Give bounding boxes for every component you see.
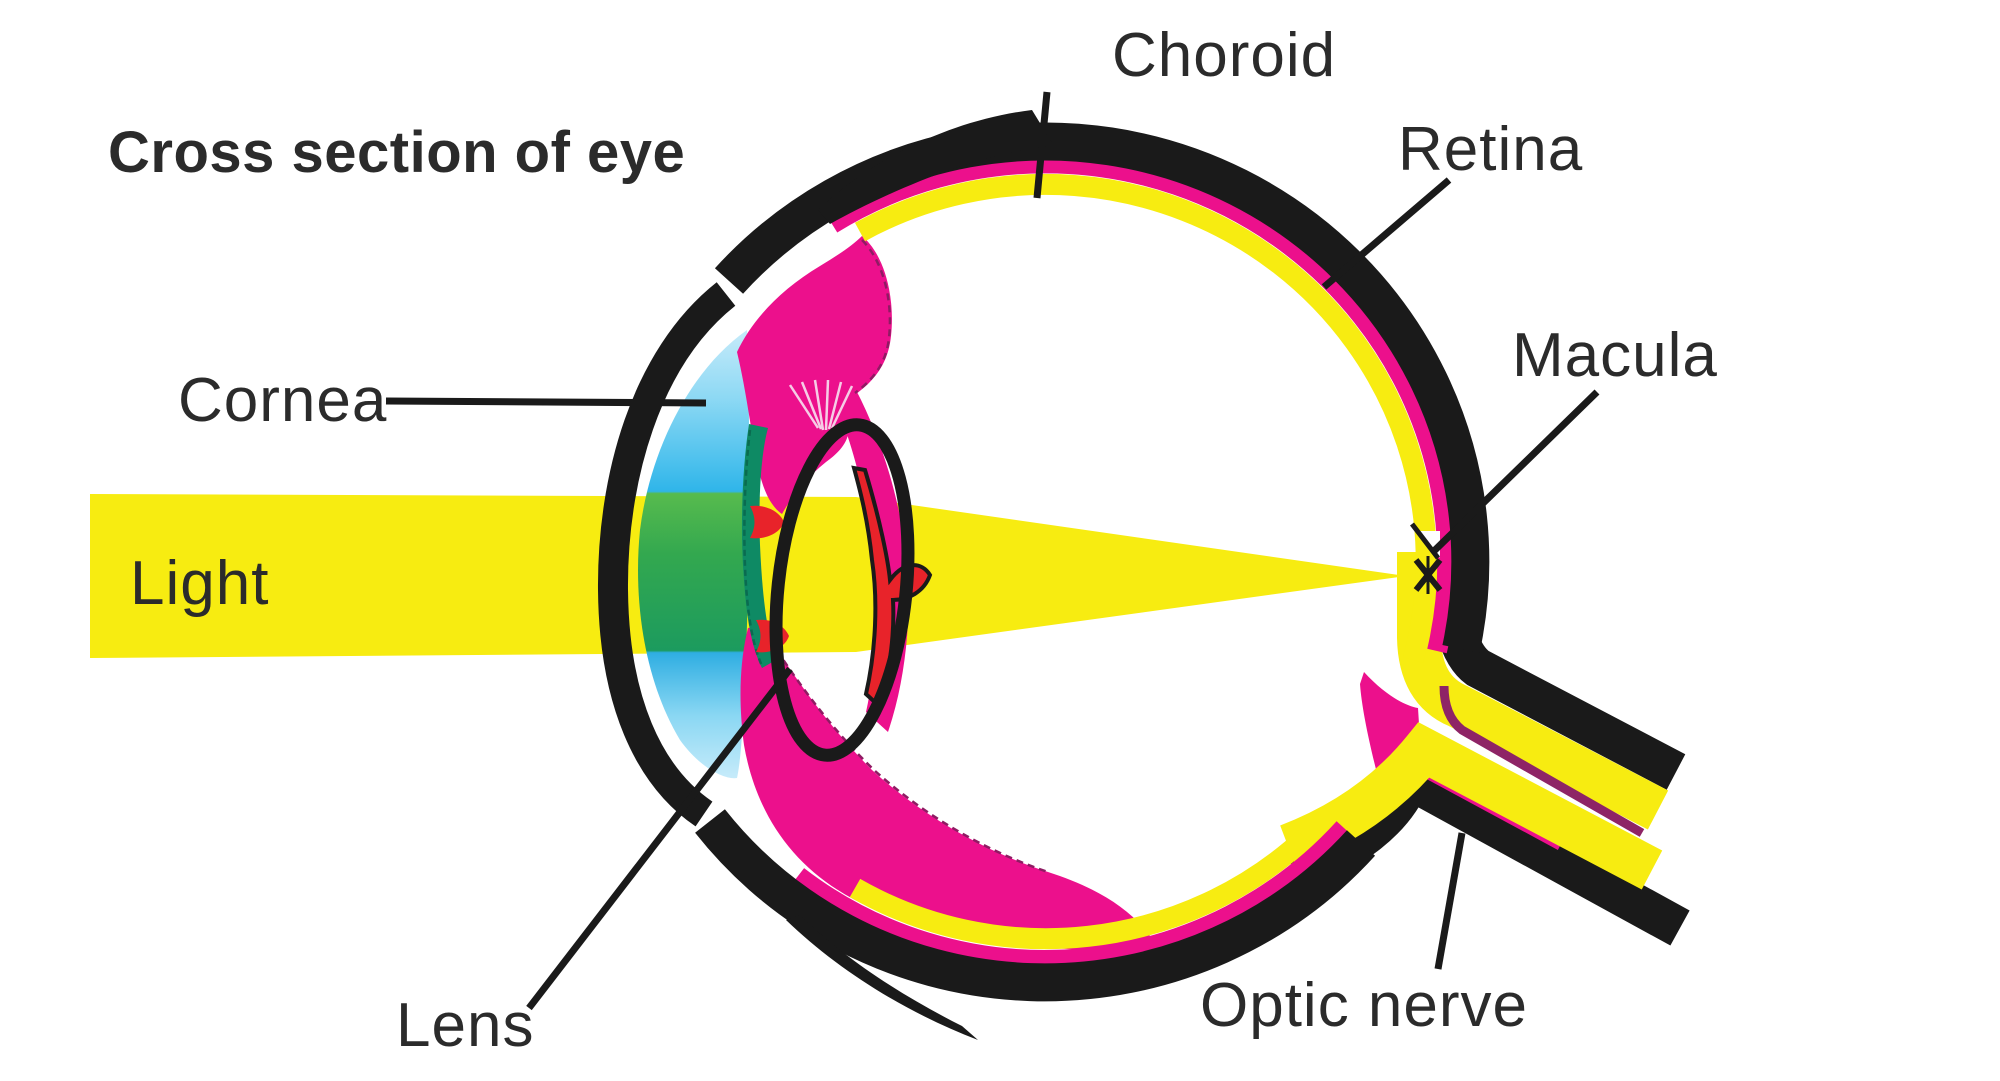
cornea-body [638, 330, 750, 779]
macula-leader-line [1431, 389, 1600, 554]
optic-disc-pink-wedge [1360, 672, 1420, 800]
ciliary-lower-crinkle-edge [762, 629, 1049, 874]
label-choroid: Choroid [1112, 21, 1336, 90]
choroid-arc-bottom [791, 821, 1352, 970]
label-light: Light [130, 549, 269, 618]
ciliary-body-lower [740, 626, 1150, 952]
label-optic-nerve: Optic nerve [1200, 971, 1528, 1040]
sclera-flick-bottom [786, 915, 978, 1040]
lens-red-apex [851, 465, 933, 709]
label-cornea: Cornea [178, 366, 387, 435]
retina-arc-bottom [849, 830, 1313, 950]
macula-notch-line [1410, 522, 1440, 560]
zonule-fibers [788, 379, 854, 431]
retina-leader-line [1321, 177, 1452, 290]
page-title: Cross section of eye [108, 120, 685, 185]
label-lens: Lens [396, 991, 534, 1060]
cornea-leader-line [385, 397, 707, 407]
ciliary-body-upper [737, 236, 892, 514]
choroid-arc-top [826, 153, 1458, 654]
iris-red-dot-upper [750, 505, 784, 539]
optic-nerve-lower-fiber-band [1279, 722, 1663, 890]
sclera-flick-top [818, 110, 1054, 224]
label-retina: Retina [1398, 115, 1583, 184]
macula-x-mark [1413, 556, 1443, 594]
iris-teal-strip [741, 424, 776, 668]
retina-arc-top [854, 173, 1437, 663]
optic-nerve-separator-line [1439, 685, 1645, 837]
lens-outline [769, 418, 915, 762]
sclera-outline-bottom [695, 809, 1376, 1002]
lens-leader-line [526, 666, 793, 1011]
cornea-outline [597, 282, 736, 827]
label-macula: Macula [1512, 321, 1718, 390]
ciliary-upper-crinkle-edge [854, 239, 892, 395]
iris-strip-edge-line [743, 429, 764, 667]
optic-nerve-leader-line [1434, 832, 1466, 970]
choroid-leader-line [1033, 91, 1051, 199]
